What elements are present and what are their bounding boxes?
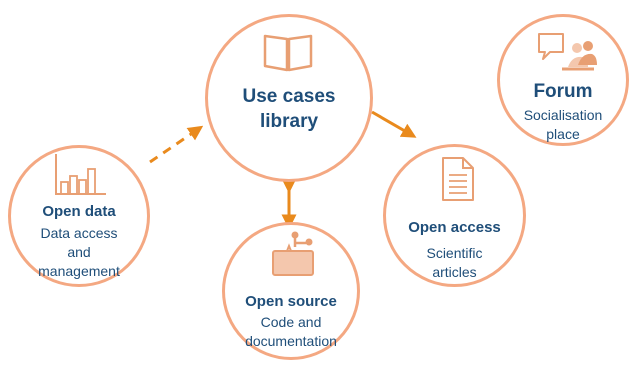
open-access-sub-line2: articles [432, 264, 477, 280]
open-data-node: Open data Data access and management [8, 145, 150, 287]
open-source-title: Open source [245, 293, 337, 310]
open-data-title: Open data [42, 203, 116, 220]
forum-title: Forum [533, 81, 593, 102]
forum-sub-line2: place [546, 126, 580, 142]
use-cases-title-line2: library [259, 111, 319, 132]
code-window-icon [272, 231, 314, 276]
bar-chart-icon [55, 154, 106, 195]
use-cases-node: Use cases library [205, 14, 373, 182]
document-icon [442, 157, 474, 201]
open-source-sub-line2: documentation [245, 333, 337, 349]
open-access-node: Open access Scientific articles [383, 144, 526, 287]
open-data-sub-line3: management [38, 263, 120, 279]
open-access-sub-line1: Scientific [426, 245, 483, 261]
forum-node: Forum Socialisation place [497, 14, 629, 146]
open-source-node: Open source Code and documentation [222, 222, 360, 360]
forum-sub-line1: Socialisation [523, 107, 603, 123]
open-source-sub-line1: Code and [260, 314, 322, 330]
open-access-title: Open access [408, 219, 501, 236]
arrow-open-data-to-use-cases [149, 125, 204, 164]
open-book-icon [263, 34, 313, 72]
open-data-sub-line2: and [67, 244, 91, 260]
use-cases-title-line1: Use cases [242, 86, 336, 107]
arrow-use-cases-to-open-access [371, 110, 417, 138]
chat-people-icon [538, 33, 597, 71]
open-data-sub-line1: Data access [40, 225, 118, 241]
